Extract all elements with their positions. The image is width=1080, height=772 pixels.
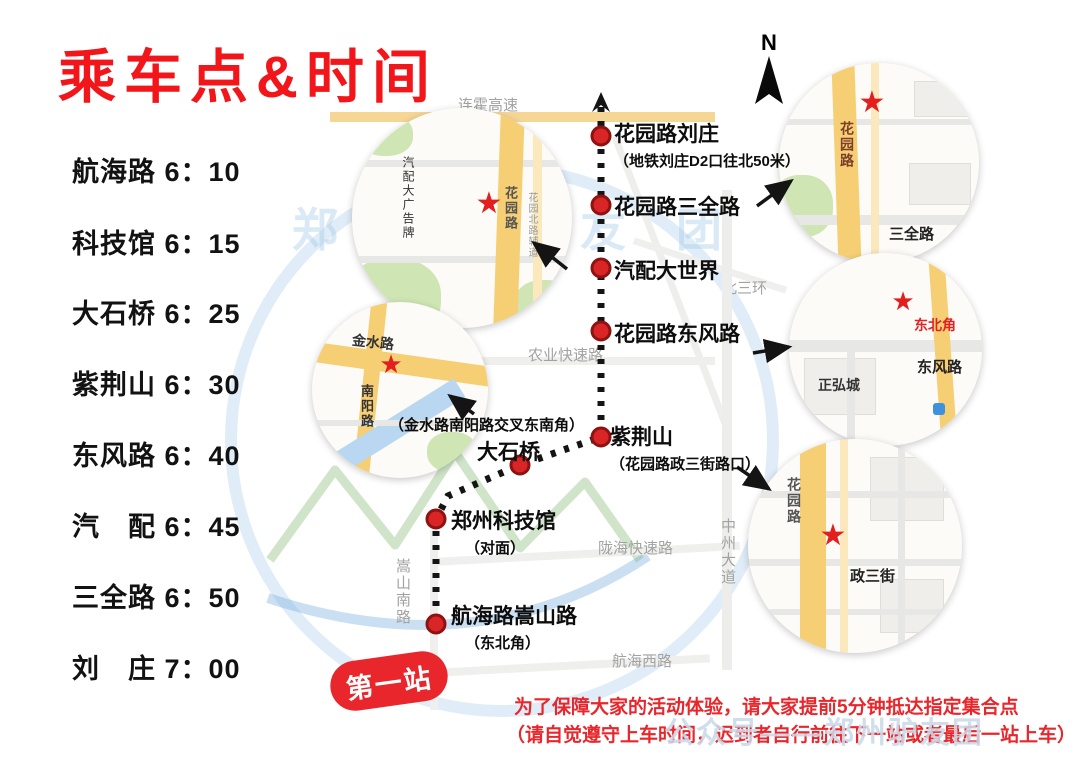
star-marker: ★ [475,187,503,220]
schedule-row: 东风路 6：40 [72,441,241,471]
route-stop-dot-zijingshan [590,426,612,448]
jinshui-inset-caption: （金水路南阳路交叉东南角） [389,417,585,434]
label-dongfeng-road: 东风路 [917,359,963,376]
label-zhongzhou-avenue: 中州大道 [719,518,736,586]
dongfeng-road [789,340,982,352]
route-stop-dot-sanquanlu [590,194,612,216]
zhenghong-city-block [804,358,876,415]
stop-name: 花园路东风路 [614,323,740,346]
label-hanghaixi-road: 航海西路 [612,653,673,670]
stop-name: 郑州科技馆 [451,510,556,533]
map-inset-dongfeng: 东北角 东风路 正弘城 ★ [789,253,982,446]
route-stop-dot-hanghailu [425,613,447,635]
notice-line-1: 为了保障大家的活动体验，请大家提前5分钟抵达指定集合点 [514,697,1019,718]
stop-note: （对面） [465,540,526,557]
park-area [514,280,572,328]
stop-label-hanghailu-songshanlu: 航海路嵩山路 （东北角） [451,600,577,653]
cross-street [312,420,488,426]
label-huayuan-road: 花园路 [503,186,518,231]
stop-name: 花园路刘庄 [614,123,719,146]
label-zhenghong-city: 正弘城 [818,377,860,393]
schedule-row: 科技馆 6：15 [72,229,241,259]
label-nanyang-road: 南阳路 [359,384,374,429]
stop-label-dashiqiao: 大石桥 [477,436,540,466]
cross-street [779,119,979,125]
route-stop-dot-dongfenglu [590,320,612,342]
stop-label-zijingshan: 紫荆山 （花园路政三街路口） [610,421,760,474]
stop-label-zhengzhou-kejiguan: 郑州科技馆 （对面） [451,505,556,558]
zhongzhou-avenue-road [722,190,732,670]
north-label: N [761,30,777,55]
park-area [358,114,413,156]
stop-name: 航海路嵩山路 [451,605,577,628]
stop-note: （东北角） [465,635,541,652]
label-zhengsanjie-road: 政三街 [850,568,896,585]
star-marker: ★ [891,286,915,316]
schedule-row: 汽 配 6：45 [72,512,241,542]
bottom-right-watermark: 公众号——郑州驴友团 [664,717,984,750]
map-inset-jinshui: 金水路 南阳路 ★ [312,302,488,478]
label-songshan-south-road: 嵩山南路 [394,558,411,626]
star-marker: ★ [379,349,403,379]
label-huayuan-road: 花园路 [786,477,802,525]
city-block [909,163,971,205]
city-block [914,81,968,117]
poi-icon [933,403,945,415]
schedule-row: 航海路 6：10 [72,157,241,187]
stop-name: 大石桥 [477,441,540,464]
schedule-row: 紫荆山 6：30 [72,370,241,400]
label-northeast-corner: 东北角 [914,317,956,333]
park-area [427,432,477,472]
poster-title: 乘车点&时间 [58,45,438,110]
stop-name: 紫荆山 [610,426,673,449]
route-stop-dot-liuzhuang [590,125,612,147]
cross-street [748,609,962,615]
stop-label-huayuanlu-sanquanlu: 花园路三全路 [614,191,740,221]
label-nongye-expressway: 农业快速路 [528,347,604,364]
map-inset-qipei: 汽配大广告牌 花园路 花园北路辅道 ★ [352,108,572,328]
label-sanquan-road: 三全路 [889,226,935,243]
label-beisanhuan: 北三环 [722,280,768,297]
route-stop-dot-kejiguan [425,508,447,530]
star-marker: ★ [819,519,847,552]
label-huayuan-road: 花园路 [839,121,855,169]
map-inset-zhengsanjie: 花园路 政三街 ★ [748,439,962,653]
stop-name: 汽配大世界 [614,260,719,283]
huayuan-road [800,439,826,653]
schedule-row: 三全路 6：50 [72,583,241,613]
stop-label-huayuanlu-liuzhuang: 花园路刘庄 （地铁刘庄D2口往北50米） [614,118,800,171]
city-block [870,457,944,521]
schedule-row: 大石桥 6：25 [72,299,241,329]
stop-label-qipeidashijie: 汽配大世界 [614,255,719,285]
north-indicator: N [752,30,786,113]
label-huayuan-north-service-road: 花园北路辅道 [526,192,537,258]
map-inset-sanquan: 花园路 三全路 ★ [779,63,979,263]
service-road [871,63,879,263]
stop-name: 花园路三全路 [614,196,740,219]
notice-line-2: （请自觉遵守上车时间，迟到者自行前往下一站或者最后一站上车） [506,725,1077,746]
stop-note: （花园路政三街路口） [610,456,761,473]
stop-label-huayuanlu-dongfenglu: 花园路东风路 [614,318,740,348]
service-road [840,439,848,653]
north-arrow-icon [755,56,783,104]
cross-street [748,559,962,566]
star-marker: ★ [858,86,886,119]
cross-street [898,439,905,653]
schedule-row: 刘 庄 7：00 [72,654,241,684]
label-longhai-expressway: 陇海快速路 [598,540,674,557]
cross-street [748,491,962,498]
park-area [779,175,833,237]
label-qipei-ad-board: 汽配大广告牌 [401,156,415,240]
stop-note: （地铁刘庄D2口往北50米） [614,153,800,170]
cross-street [847,352,855,446]
route-stop-dot-qipei [590,257,612,279]
city-block [880,579,944,633]
sanquan-road [779,215,979,225]
